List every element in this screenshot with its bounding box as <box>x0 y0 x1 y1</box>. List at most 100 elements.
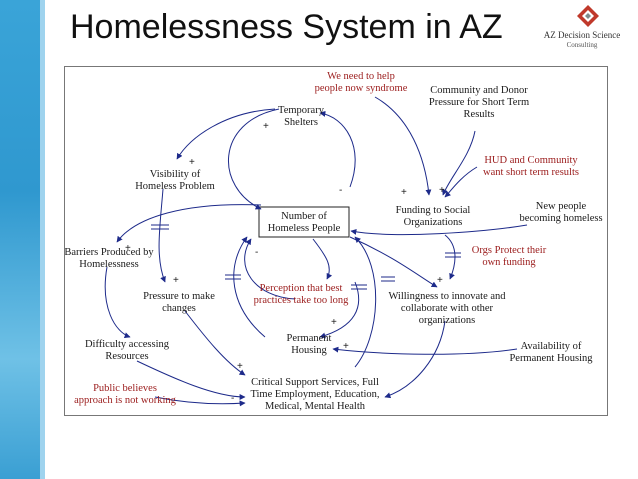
sign-plus: + <box>343 341 349 352</box>
svg-text:becoming homeless: becoming homeless <box>519 213 602 224</box>
logo-name: AZ Decision Science <box>543 30 621 40</box>
svg-text:approach is not working: approach is not working <box>74 395 177 406</box>
node-willingness: Willingness to innovate and collaborate … <box>388 291 506 326</box>
node-orgs-protect: Orgs Protect their own funding <box>472 245 547 268</box>
svg-text:Medical, Mental Health: Medical, Mental Health <box>265 401 366 412</box>
svg-text:Housing: Housing <box>291 345 327 356</box>
svg-text:Results: Results <box>464 109 495 120</box>
link-shelters-to-visibility <box>176 108 276 160</box>
svg-text:practices take too long: practices take too long <box>254 295 350 306</box>
link-visibility-to-pressure <box>158 188 166 283</box>
svg-text:Permanent: Permanent <box>287 333 332 344</box>
svg-text:own funding: own funding <box>482 257 536 268</box>
sign-minus: - <box>231 393 234 404</box>
node-pressure-changes: Pressure to make changes <box>143 291 215 314</box>
sign-minus: - <box>339 185 342 196</box>
logo-subtitle: Consulting <box>566 41 598 49</box>
link-willingness-to-critical <box>384 320 446 399</box>
sign-plus: + <box>401 187 407 198</box>
link-community-to-funding <box>442 130 476 196</box>
svg-text:Time Employment, Education,: Time Employment, Education, <box>250 389 379 400</box>
sign-plus: + <box>125 243 131 254</box>
svg-text:HUD and Community: HUD and Community <box>484 155 578 166</box>
svg-text:Number of: Number of <box>281 211 327 222</box>
svg-text:Perception that best: Perception that best <box>260 283 343 294</box>
node-funding: Funding to Social Organizations <box>396 205 471 228</box>
svg-text:Critical Support Services, Ful: Critical Support Services, Full <box>251 377 379 388</box>
svg-text:Resources: Resources <box>105 351 148 362</box>
link-public-to-critical <box>154 396 246 407</box>
sign-minus: - <box>255 247 258 258</box>
az-diamond-logo-icon <box>577 5 599 27</box>
svg-text:Community and Donor: Community and Donor <box>430 85 528 96</box>
link-number-to-barriers <box>116 204 262 243</box>
svg-text:Pressure to make: Pressure to make <box>143 291 215 302</box>
link-critical-to-number <box>354 236 377 368</box>
svg-text:Willingness to innovate and: Willingness to innovate and <box>388 291 506 302</box>
link-hud-to-funding <box>444 166 478 198</box>
svg-text:Availability of: Availability of <box>521 341 582 352</box>
svg-text:Difficulty accessing: Difficulty accessing <box>85 339 170 350</box>
link-syndrome-to-funding <box>374 96 432 196</box>
node-barriers: Barriers Produced by Homelessness <box>65 247 154 270</box>
svg-text:want short term results: want short term results <box>483 167 579 178</box>
node-permanent-housing: Permanent Housing <box>287 333 332 356</box>
svg-text:organizations: organizations <box>419 315 475 326</box>
svg-text:Pressure for Short Term: Pressure for Short Term <box>429 97 529 108</box>
company-logo: AZ Decision Science Consulting <box>528 4 636 50</box>
causal-loop-diagram: + + - + + + - + + + + + - Temporary Shel… <box>64 66 608 416</box>
svg-text:Organizations: Organizations <box>404 217 463 228</box>
svg-text:changes: changes <box>162 303 196 314</box>
node-visibility: Visibility of Homeless Problem <box>135 169 215 192</box>
link-difficulty-to-critical <box>136 360 246 400</box>
svg-text:Orgs Protect their: Orgs Protect their <box>472 245 547 256</box>
diagram-canvas: + + - + + + - + + + + + - Temporary Shel… <box>65 71 603 412</box>
node-critical-support: Critical Support Services, Full Time Emp… <box>250 377 379 412</box>
sign-plus: + <box>173 275 179 286</box>
sign-plus: + <box>437 275 443 286</box>
sign-plus: + <box>189 157 195 168</box>
delay-marks <box>151 224 461 290</box>
slide-title: Homelessness System in AZ <box>70 8 503 46</box>
link-number-to-shelters <box>319 110 356 188</box>
link-newpeople-to-number <box>350 224 528 236</box>
link-shelters-to-number <box>228 108 280 210</box>
svg-text:We need to help: We need to help <box>327 71 395 82</box>
svg-text:Public believes: Public believes <box>93 383 157 394</box>
svg-text:Visibility of: Visibility of <box>150 169 201 180</box>
node-number-homeless: Number of Homeless People <box>268 211 341 234</box>
node-availability: Availability of Permanent Housing <box>509 341 593 364</box>
node-we-need-to-help: We need to help people now syndrome <box>315 71 408 94</box>
node-public-believes: Public believes approach is not working <box>74 383 177 406</box>
node-perception: Perception that best practices take too … <box>254 283 350 306</box>
sign-plus: + <box>439 185 445 196</box>
link-perception-to-number <box>244 238 296 300</box>
link-number-to-willingness <box>349 236 438 288</box>
link-housing-to-number <box>233 236 266 338</box>
svg-text:New people: New people <box>536 201 587 212</box>
svg-text:collaborate with other: collaborate with other <box>401 303 494 314</box>
node-new-people: New people becoming homeless <box>519 201 602 224</box>
svg-text:Homeless Problem: Homeless Problem <box>135 181 215 192</box>
link-pressure-to-critical <box>184 310 246 376</box>
svg-text:Homelessness: Homelessness <box>79 259 139 270</box>
link-barriers-to-difficulty <box>104 266 131 339</box>
svg-text:Homeless People: Homeless People <box>268 223 341 234</box>
node-hud-community: HUD and Community want short term result… <box>483 155 579 178</box>
svg-text:Barriers Produced by: Barriers Produced by <box>65 247 154 258</box>
node-temporary-shelters: Temporary Shelters <box>278 105 325 128</box>
svg-text:people now syndrome: people now syndrome <box>315 83 408 94</box>
node-difficulty: Difficulty accessing Resources <box>85 339 170 362</box>
svg-text:Shelters: Shelters <box>284 117 318 128</box>
svg-text:Temporary: Temporary <box>278 105 325 116</box>
svg-text:Permanent Housing: Permanent Housing <box>509 353 593 364</box>
sidebar-accent <box>0 0 45 479</box>
sign-plus: + <box>263 121 269 132</box>
sign-plus: + <box>331 317 337 328</box>
sign-plus: + <box>237 361 243 372</box>
link-number-to-perception <box>312 238 333 280</box>
link-availability-to-housing <box>332 346 518 355</box>
number-homeless-box <box>258 206 350 238</box>
node-community-pressure: Community and Donor Pressure for Short T… <box>429 85 529 120</box>
svg-text:Funding to Social: Funding to Social <box>396 205 471 216</box>
